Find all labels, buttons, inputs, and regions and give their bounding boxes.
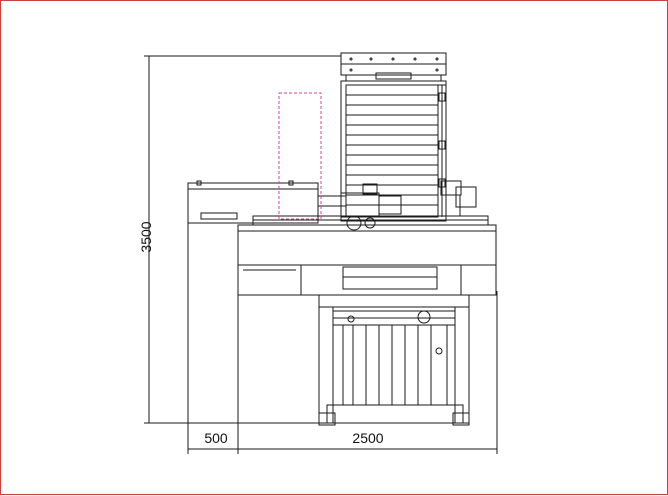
workpiece-outline	[278, 92, 322, 220]
left-offset-dimension-label: 500	[204, 430, 228, 446]
magazine-column	[340, 80, 447, 222]
dimension-lines	[144, 55, 498, 454]
top-header-plate	[340, 52, 447, 81]
width-dimension-label: 2500	[352, 430, 383, 446]
height-dimension-label: 3500	[138, 221, 154, 252]
left-conveyor	[187, 180, 346, 224]
machine-body	[237, 224, 497, 296]
lower-frame	[318, 294, 470, 426]
